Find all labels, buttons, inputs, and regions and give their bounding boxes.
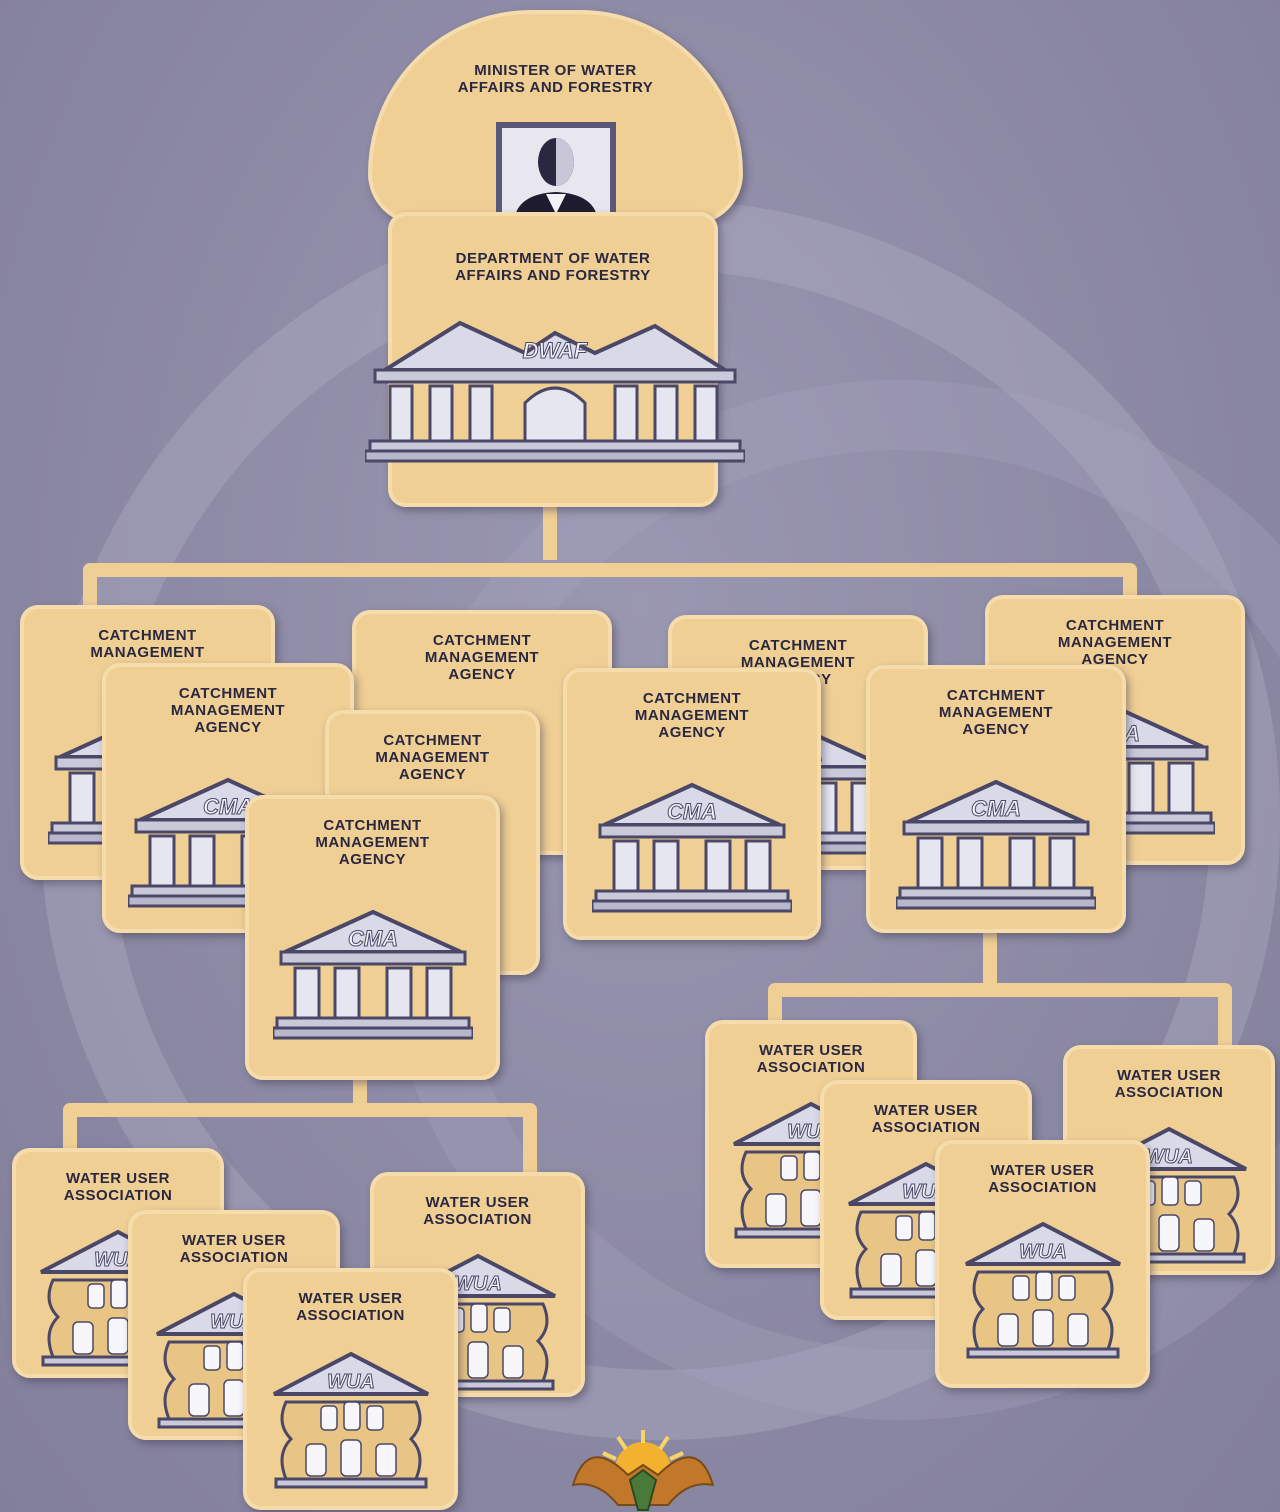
wua-card: WATER USER ASSOCIATION xyxy=(243,1268,458,1510)
cma-card: CATCHMENT MANAGEMENT AGENCY xyxy=(245,795,500,1080)
wua-label: WATER USER ASSOCIATION xyxy=(296,1290,405,1324)
wua-label: WATER USER ASSOCIATION xyxy=(871,1102,981,1136)
wua-label: WATER USER ASSOCIATION xyxy=(756,1042,866,1076)
cma-label: CATCHMENT MANAGEMENT AGENCY xyxy=(424,632,540,683)
cma-building-icon xyxy=(592,783,792,913)
minister-portrait-icon xyxy=(495,122,616,222)
wua-building-icon xyxy=(271,1352,430,1489)
coat-of-arms-icon xyxy=(571,1430,715,1511)
cma-building-icon xyxy=(272,910,473,1040)
cma-building-icon xyxy=(896,780,1096,910)
cma-label: CATCHMENT MANAGEMENT AGENCY xyxy=(375,732,490,783)
wua-label: WATER USER ASSOCIATION xyxy=(423,1194,532,1228)
cma-label: CATCHMENT MANAGEMENT AGENCY xyxy=(315,817,430,868)
cma-card: CATCHMENT MANAGEMENT AGENCY xyxy=(563,668,821,940)
cma-label: CATCHMENT MANAGEMENT AGENCY xyxy=(1057,617,1173,668)
wua-label: WATER USER ASSOCIATION xyxy=(63,1170,173,1204)
wua-label: WATER USER ASSOCIATION xyxy=(179,1232,289,1266)
wua-card: WATER USER ASSOCIATION xyxy=(935,1140,1150,1388)
cma-label: CATCHMENT MANAGEMENT AGENCY xyxy=(634,690,750,741)
minister-box: MINISTER OF WATER AFFAIRS AND FORESTRY xyxy=(368,10,743,225)
dwaf-building-icon: DWAF xyxy=(365,320,745,463)
wua-label: WATER USER ASSOCIATION xyxy=(1114,1067,1224,1101)
cma-label: CATCHMENT MANAGEMENT AGENCY xyxy=(938,687,1054,738)
cma-card: CATCHMENT MANAGEMENT AGENCY xyxy=(866,665,1126,933)
minister-label: MINISTER OF WATER AFFAIRS AND FORESTRY xyxy=(457,62,654,96)
wua-label: WATER USER ASSOCIATION xyxy=(988,1162,1097,1196)
department-label: DEPARTMENT OF WATER AFFAIRS AND FORESTRY xyxy=(455,250,651,284)
cma-label: CATCHMENT MANAGEMENT AGENCY xyxy=(170,685,286,736)
wua-building-icon xyxy=(963,1222,1122,1359)
dwaf-building-text: DWAF xyxy=(523,338,588,363)
